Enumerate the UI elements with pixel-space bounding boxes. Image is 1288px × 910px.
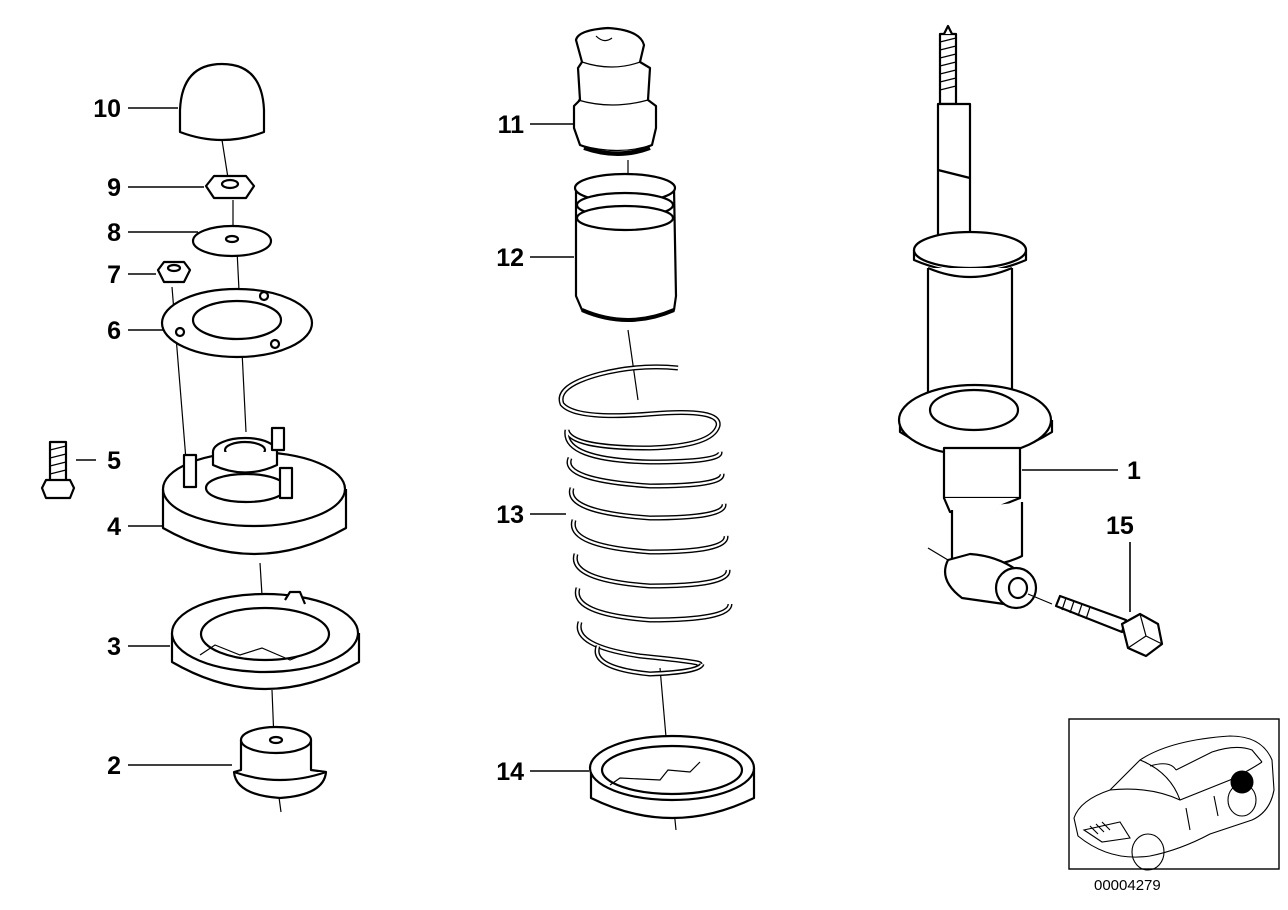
coil-spring-icon [558, 364, 733, 677]
dust-cap-icon [178, 62, 266, 142]
callout-13: 13 [496, 501, 524, 529]
callout-8: 8 [107, 219, 121, 247]
middle-assembly [558, 26, 756, 831]
callout-1: 1 [1127, 457, 1141, 485]
small-nut-icon [156, 260, 192, 284]
callout-15: 15 [1106, 512, 1134, 540]
bolt-icon [40, 440, 76, 500]
callout-9: 9 [107, 174, 121, 202]
callout-4: 4 [107, 513, 121, 541]
protection-tube-icon [573, 172, 678, 322]
callout-10: 10 [93, 95, 121, 123]
hex-nut-icon [204, 174, 256, 200]
callout-3: 3 [107, 633, 121, 661]
callout-labels: 10 9 8 7 6 5 4 3 2 11 12 13 14 1 15 [93, 95, 1141, 786]
callout-11: 11 [498, 111, 525, 139]
reference-number: 00004279 [1094, 877, 1161, 894]
mounting-bolt-icon [1054, 594, 1164, 658]
callout-7: 7 [107, 261, 121, 289]
bump-cup-icon [232, 725, 328, 800]
callout-2: 2 [107, 752, 121, 780]
callout-12: 12 [496, 244, 524, 272]
support-plate-icon [160, 287, 314, 359]
strut-mount-icon [161, 426, 348, 555]
shock-absorber-icon [897, 24, 1054, 610]
left-assembly [40, 62, 361, 813]
car-locator-inset: 00004279 [1068, 718, 1280, 894]
spring-seat-icon [170, 590, 361, 690]
callout-6: 6 [107, 317, 121, 345]
car-location-icon [1073, 735, 1275, 871]
leader-lines [76, 107, 1131, 772]
lower-seat-icon [588, 734, 756, 820]
callout-5: 5 [107, 447, 121, 475]
callout-14: 14 [496, 758, 524, 786]
washer-icon [191, 224, 273, 258]
bump-stop-icon [572, 26, 658, 156]
